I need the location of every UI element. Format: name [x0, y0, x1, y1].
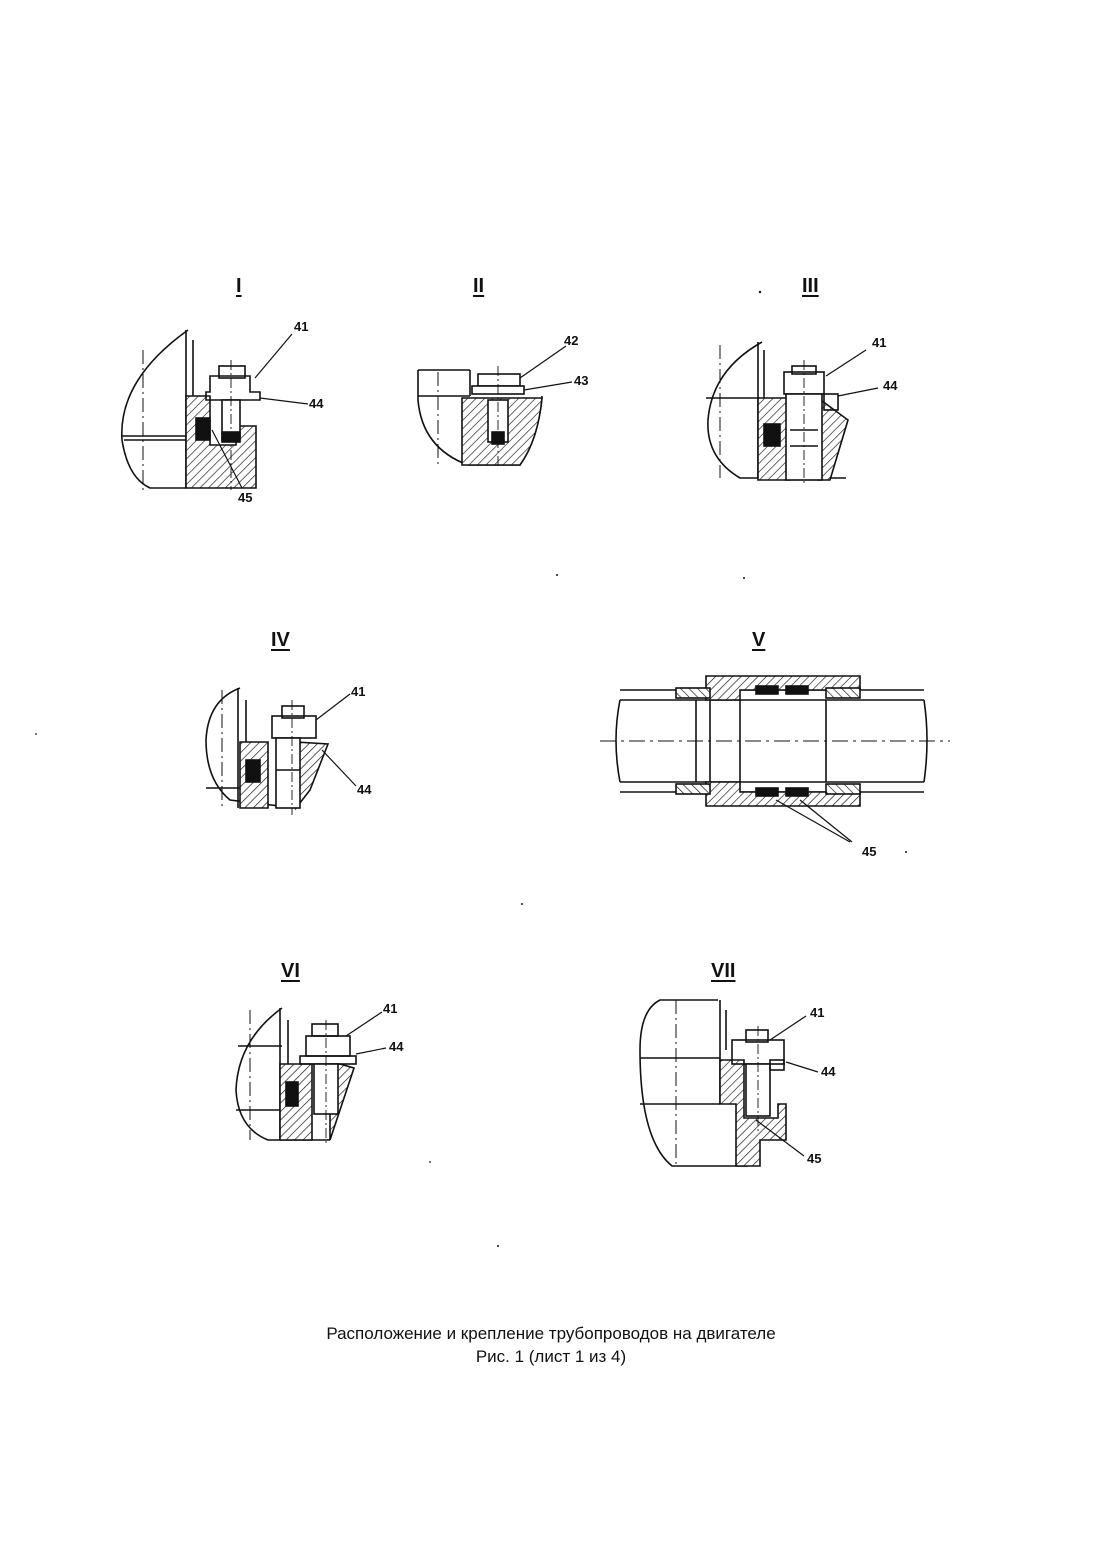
callout-I-44: 44	[309, 396, 324, 411]
view-label-V: V	[752, 629, 766, 651]
view-IV-drawing	[205, 687, 357, 815]
callout-III-44: 44	[883, 378, 898, 393]
callout-VII-45: 45	[807, 1151, 822, 1166]
callout-II-42: 42	[564, 333, 579, 348]
view-label-III: III	[802, 275, 819, 297]
callout-I-41: 41	[294, 319, 309, 334]
figure-caption-number: Рис. 1 (лист 1 из 4)	[475, 1347, 627, 1366]
view-III-drawing	[706, 341, 879, 485]
callout-III-41: 41	[872, 335, 887, 350]
callout-VI-41: 41	[383, 1001, 398, 1016]
view-I-drawing	[121, 329, 309, 490]
callout-VII-44: 44	[821, 1064, 836, 1079]
view-II-drawing	[417, 345, 573, 466]
scan-specks	[35, 290, 907, 1247]
figure-caption-title: Расположение и крепление трубопроводов н…	[326, 1324, 776, 1343]
view-label-VII: VII	[711, 960, 736, 982]
view-label-I: I	[236, 275, 242, 297]
callout-II-43: 43	[574, 373, 589, 388]
view-VII-drawing	[639, 999, 819, 1167]
view-VI-drawing	[235, 1007, 387, 1145]
view-label-IV: IV	[271, 629, 290, 651]
callout-VI-44: 44	[389, 1039, 404, 1054]
view-V-drawing	[600, 675, 950, 843]
callout-I-45: 45	[238, 490, 253, 505]
callout-V-45: 45	[862, 844, 877, 859]
callout-VII-41: 41	[810, 1005, 825, 1020]
callout-IV-44: 44	[357, 782, 372, 797]
view-label-II: II	[473, 275, 485, 297]
callout-IV-41: 41	[351, 684, 366, 699]
view-label-VI: VI	[281, 960, 300, 982]
